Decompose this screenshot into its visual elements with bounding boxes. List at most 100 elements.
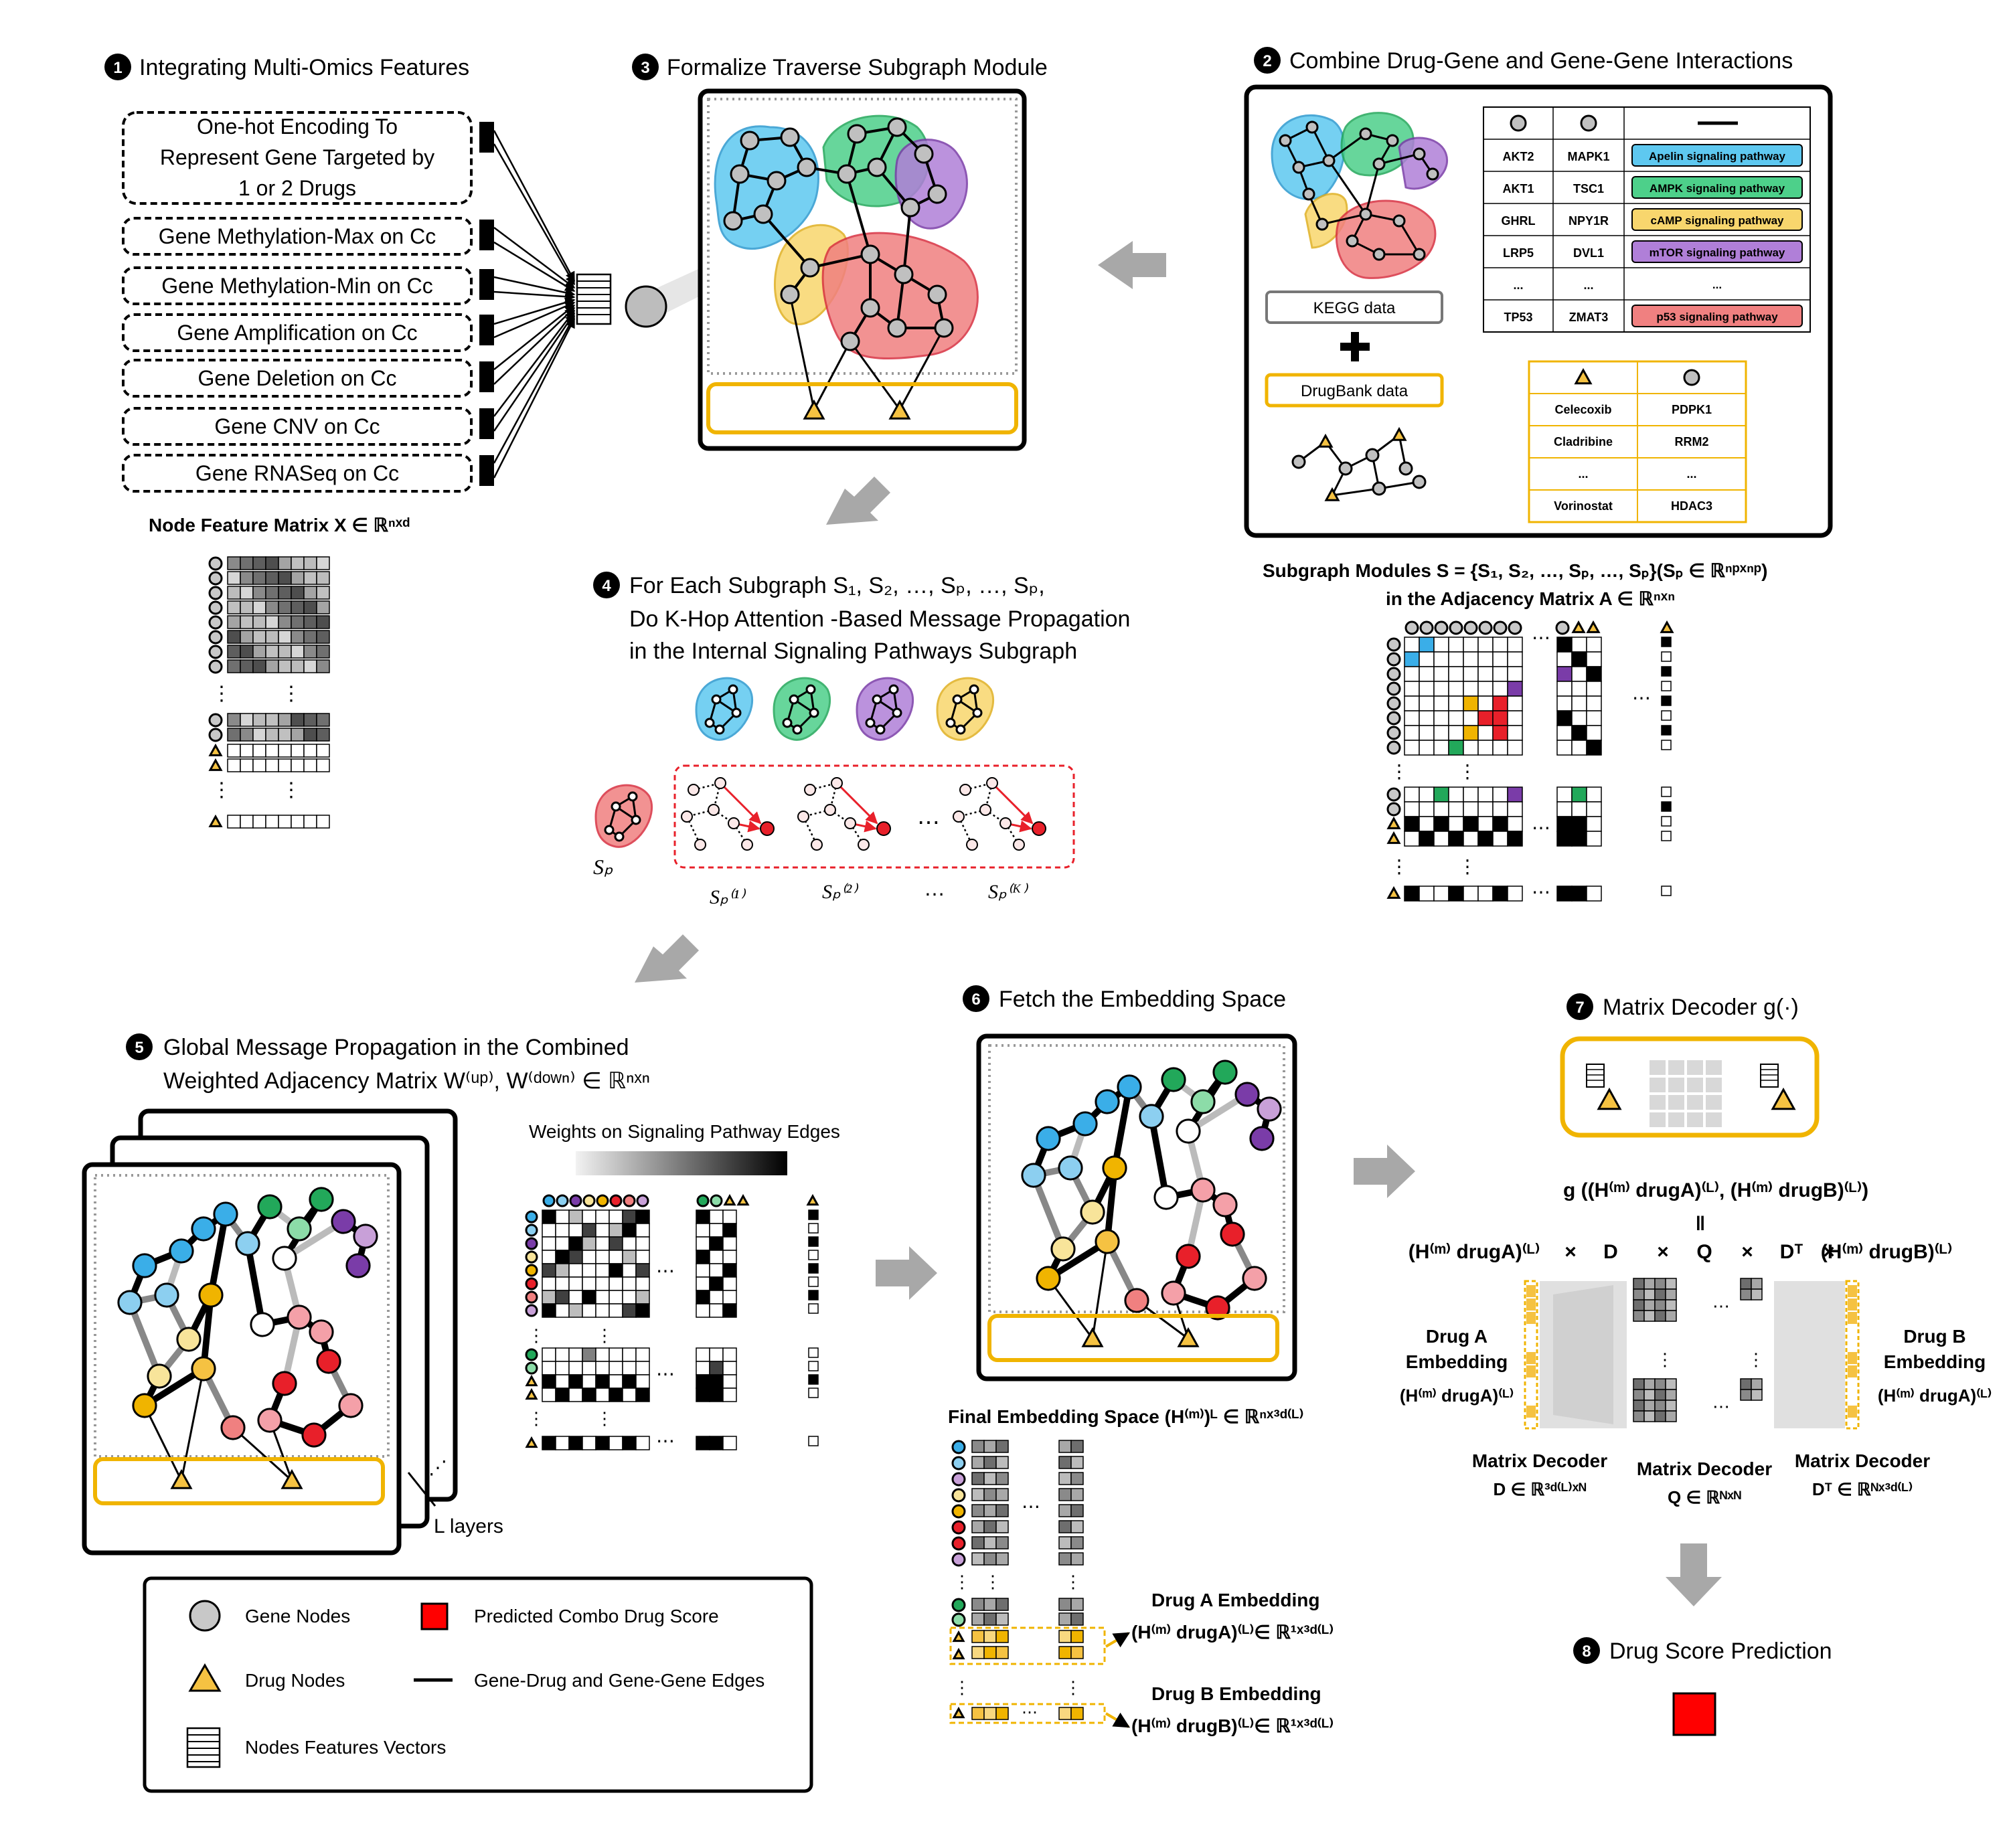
- gene-node: [688, 784, 700, 796]
- gene-node: [257, 1408, 283, 1433]
- weight-cell: [622, 1223, 637, 1238]
- gene-node: [872, 694, 882, 705]
- feature-cell: [291, 571, 305, 585]
- feature-cell: [291, 586, 305, 600]
- adj-cell: [1586, 651, 1602, 667]
- drug-a-highlight: [949, 1626, 1106, 1665]
- drug-b-vector: [1845, 1280, 1860, 1430]
- weight-cell: [542, 1290, 556, 1305]
- row-node-icon: [951, 1520, 966, 1535]
- feature-cell: [278, 645, 292, 659]
- weighted-edge: [127, 1299, 163, 1379]
- gene-node: [132, 1393, 157, 1418]
- feature-cell: [240, 615, 254, 629]
- adj-cell: [1404, 831, 1420, 847]
- adj-cell: [1463, 651, 1479, 667]
- gene-node: [191, 1216, 216, 1242]
- adj-cell: [1419, 801, 1435, 817]
- adj-cell: [1492, 725, 1508, 741]
- weight-cell: [595, 1223, 610, 1238]
- adj-cell: [1571, 681, 1587, 697]
- weighted-edge: [244, 1240, 266, 1328]
- adj-cell: [1571, 740, 1587, 756]
- adj-cell: [1463, 831, 1479, 847]
- gene-node: [132, 1253, 157, 1278]
- drug-b-vector-cell: [1848, 1312, 1857, 1324]
- feature-cell: [265, 728, 279, 742]
- q-matrix-cell: [1633, 1278, 1645, 1290]
- q-matrix-cell: [1643, 1278, 1656, 1290]
- embedding-cell: [995, 1598, 1009, 1611]
- feature-cell: [240, 556, 254, 570]
- weight-cell: [635, 1263, 650, 1278]
- weight-cell: [582, 1290, 596, 1305]
- adj-cell: [1571, 695, 1587, 711]
- feature-cell: [278, 815, 292, 829]
- vector-frame: [1760, 1064, 1779, 1088]
- gene-node: [257, 1194, 283, 1220]
- feature-cell: [303, 728, 317, 742]
- weight-cell: [635, 1209, 650, 1224]
- adj-cell: [1477, 725, 1494, 741]
- gene-node: [1176, 1118, 1201, 1144]
- weights-label: Weights on Signaling Pathway Edges: [529, 1121, 840, 1142]
- q-matrix-cell: [1665, 1410, 1677, 1422]
- weight-cell: [622, 1290, 637, 1305]
- node-feature-matrix-label: Node Feature Matrix X ∈ ℝⁿˣᵈ: [149, 515, 410, 535]
- gene-node: [894, 264, 914, 284]
- weighted-edge: [1148, 1113, 1170, 1201]
- q-matrix-cell: [1654, 1288, 1666, 1300]
- weight-cell: [582, 1209, 596, 1224]
- drug-col-icon: [1574, 367, 1593, 385]
- feature-cell: [278, 744, 292, 758]
- weight-cell: [542, 1236, 556, 1251]
- step-2-title: Combine Drug-Gene and Gene-Gene Interact…: [1289, 48, 1793, 74]
- gene-node: [1291, 454, 1306, 469]
- weight-cell: [635, 1303, 650, 1318]
- col-node-icon: [596, 1194, 609, 1207]
- row-drug-icon: [525, 1374, 538, 1387]
- weight-cell: [542, 1223, 556, 1238]
- feature-cell: [227, 630, 241, 644]
- drug-node: [1317, 433, 1334, 448]
- adj-cell: [1586, 666, 1602, 682]
- decoder-grid-cell: [1668, 1060, 1684, 1075]
- pathway-edge: [1378, 153, 1421, 165]
- feature-cell: [278, 659, 292, 673]
- weight-cell: [595, 1290, 610, 1305]
- adj-cell: [1586, 710, 1602, 726]
- adj-cell: [1433, 831, 1449, 847]
- weight-cell: [635, 1276, 650, 1291]
- feature-cell: [240, 571, 254, 585]
- adj-cell: [1477, 637, 1494, 653]
- q-matrix-cell: [1643, 1410, 1656, 1422]
- pathway-edge: [1321, 213, 1367, 226]
- row-ellipsis: ⋮: [212, 683, 232, 705]
- embedding-cell: [983, 1504, 997, 1517]
- drug-edge: [1047, 1277, 1094, 1340]
- drug-embedding-cell: [1058, 1630, 1072, 1643]
- embedding-cell: [1058, 1536, 1072, 1549]
- equals-sign: ‖: [1696, 1213, 1706, 1235]
- embedding-cell: [1058, 1504, 1072, 1517]
- adj-cell: [1586, 831, 1602, 847]
- gene-node: [1315, 218, 1329, 231]
- dt-matrix-cell: [1740, 1278, 1752, 1290]
- gene-node: [708, 804, 720, 816]
- adj-cell: [1404, 725, 1420, 741]
- gene-node: [1398, 461, 1413, 476]
- col-drug-icon: [1586, 620, 1601, 633]
- feature-cell: [316, 645, 330, 659]
- feature-cell: [227, 556, 241, 570]
- projection-right: [1774, 1281, 1845, 1428]
- row-node-icon: [951, 1456, 966, 1471]
- arrow-5-to-6: [876, 1246, 937, 1300]
- adj-cell: [1556, 816, 1573, 832]
- pathway-edge: [1328, 133, 1367, 162]
- gene-node: [147, 1363, 172, 1389]
- q-matrix-cell: [1633, 1299, 1645, 1311]
- drug-b-embedding-title: Drug B Embedding: [1151, 1683, 1321, 1704]
- row-gene-icon: [1386, 802, 1401, 817]
- ellipsis: ⋮: [596, 1325, 613, 1345]
